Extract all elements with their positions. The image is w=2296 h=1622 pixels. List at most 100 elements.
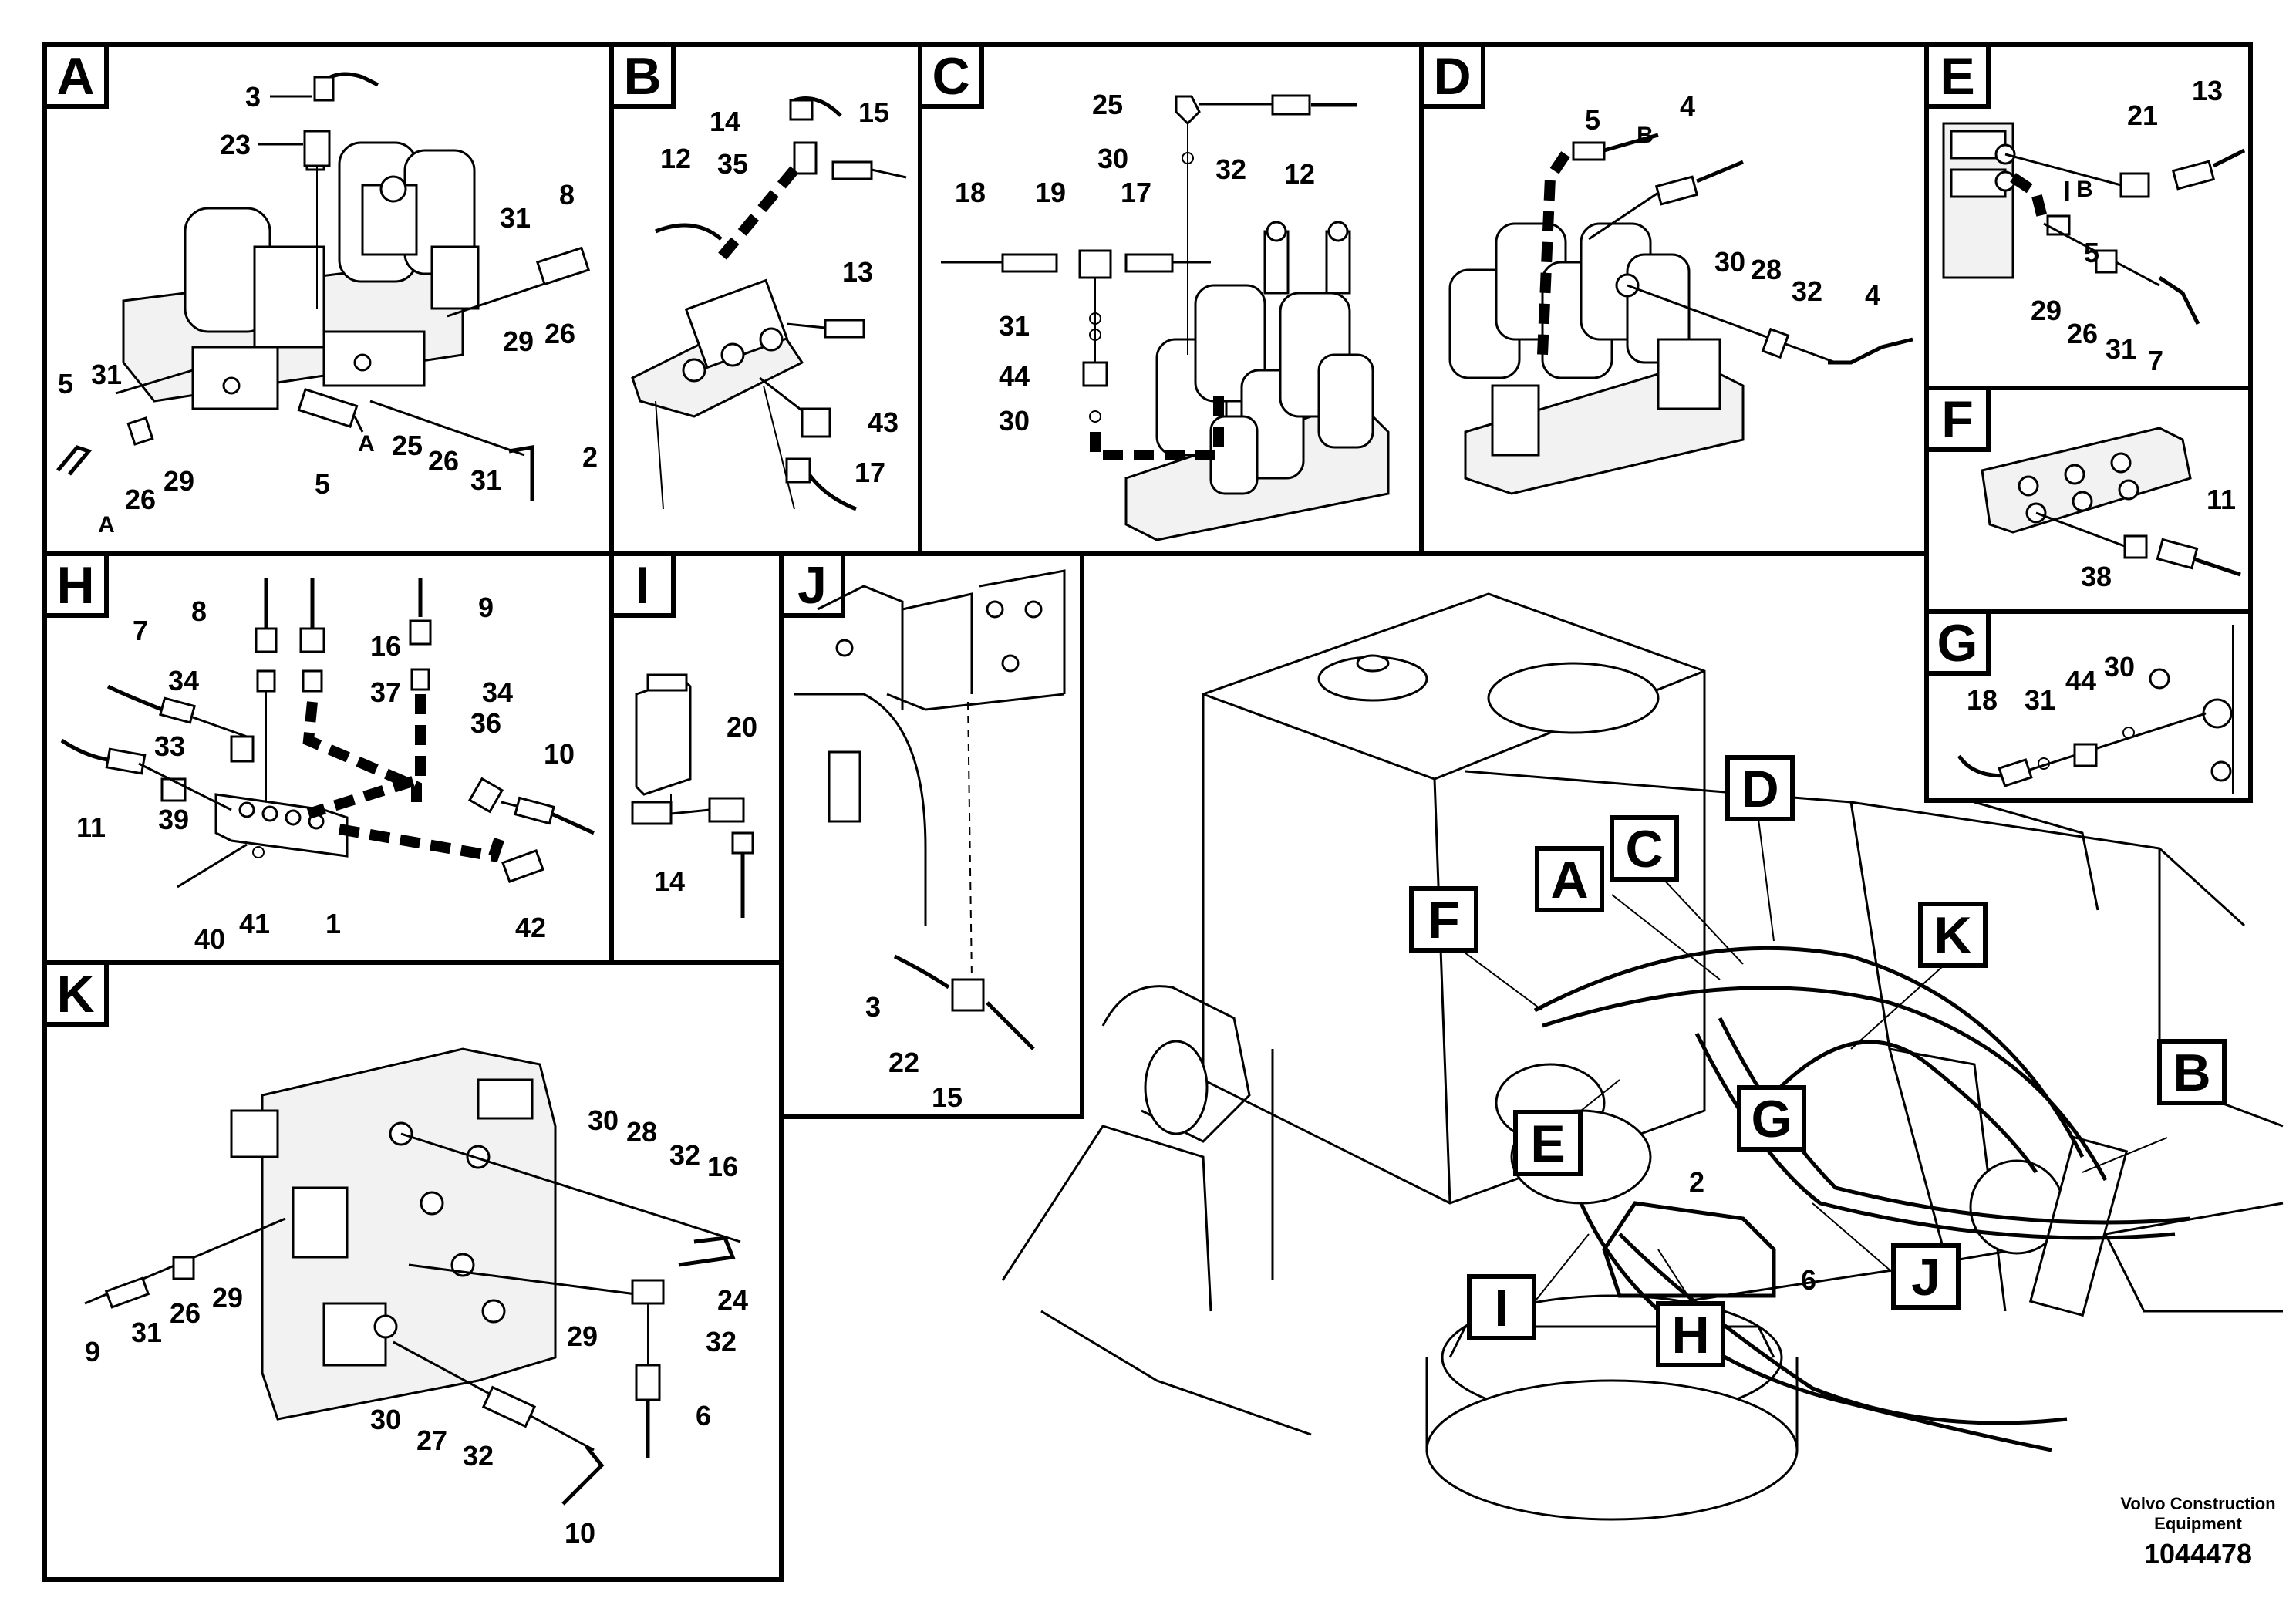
callout-number: 16 — [707, 1151, 738, 1182]
callout-number: 32 — [669, 1139, 700, 1171]
panel-k-callouts: 30 28 32 16 9 31 26 29 24 29 32 30 27 32… — [85, 1104, 748, 1549]
panel-f-callouts: 11 38 — [2081, 484, 2236, 592]
callout-number: 10 — [565, 1517, 595, 1549]
callout-number: 31 — [999, 310, 1030, 342]
panel-j-frame — [794, 569, 1066, 926]
callout-number: 31 — [2106, 333, 2136, 365]
overview-callout-letter: E — [1530, 1114, 1565, 1173]
panel-k-control-valve — [230, 1047, 557, 1421]
callout-number: 22 — [888, 1047, 919, 1078]
panel-j-callouts: 3 22 15 — [865, 991, 963, 1113]
callout-number: 32 — [1215, 153, 1246, 185]
callout-number: 39 — [158, 804, 189, 835]
callout-number: 44 — [999, 360, 1030, 392]
panel-h: H 8 9 — [42, 551, 614, 965]
callout-number: 29 — [503, 325, 534, 357]
panel-e-block — [1942, 122, 2016, 279]
overview-callout-letter: J — [1911, 1248, 1940, 1307]
panel-c: C 25 30 — [918, 42, 1424, 556]
callout-number: 6 — [696, 1400, 711, 1431]
callout-number: 26 — [125, 484, 156, 515]
callout-number: 30 — [1714, 246, 1745, 278]
panel-i: I 20 14 — [609, 551, 784, 965]
callout-number: 17 — [1121, 177, 1151, 208]
callout-number: 43 — [868, 406, 899, 438]
panel-c-valve-block — [1124, 221, 1390, 541]
panel-g-letter: G — [1937, 614, 1978, 673]
callout-number: 29 — [567, 1320, 598, 1352]
callout-number: 30 — [999, 405, 1030, 437]
overview: D A C F K B E G I H J 2 6 — [1001, 592, 2284, 1521]
callout-number: 26 — [428, 445, 459, 477]
callout-number: 32 — [706, 1326, 737, 1357]
callout-number: 13 — [842, 256, 873, 288]
panel-d: D 5 4 30 28 32 4 B — [1419, 42, 1929, 556]
callout-number: 3 — [245, 81, 261, 113]
callout-number: 17 — [855, 457, 885, 488]
callout-number: 30 — [2104, 651, 2135, 683]
callout-number: 26 — [170, 1297, 201, 1329]
callout-number: 7 — [2148, 345, 2163, 376]
panel-c-callouts: 25 30 32 12 18 19 17 31 44 30 — [955, 89, 1315, 437]
panel-a-valve-block — [122, 141, 480, 410]
panel-h-callouts: 8 9 7 16 34 37 34 36 10 33 11 39 40 41 1… — [76, 592, 575, 955]
callout-number: 25 — [392, 430, 423, 461]
footer: Volvo Construction Equipment 1044478 — [2120, 1494, 2275, 1570]
hose-end-marker: A — [358, 431, 375, 457]
panel-g-callouts: 18 31 44 30 — [1967, 651, 2135, 716]
callout-number: 25 — [1092, 89, 1123, 120]
hose-end-marker: B — [2076, 177, 2093, 202]
callout-number: 28 — [626, 1116, 657, 1148]
callout-number: 16 — [370, 630, 401, 662]
callout-number: 30 — [588, 1104, 619, 1136]
callout-number: 31 — [131, 1317, 162, 1348]
callout-number: 29 — [212, 1282, 243, 1313]
callout-number: 19 — [1035, 177, 1066, 208]
hose-end-marker: B — [1637, 123, 1654, 148]
callout-number: 15 — [932, 1081, 963, 1113]
callout-number: 31 — [470, 464, 501, 496]
panel-b-callouts: 14 15 35 12 13 43 17 — [660, 96, 899, 488]
callout-number: 12 — [1284, 158, 1315, 190]
callout-number: 9 — [85, 1336, 100, 1367]
panel-a-callouts: 3 23 31 8 5 31 26 29 26 29 5 25 26 31 2 … — [58, 81, 598, 538]
company-name-line2: Equipment — [2154, 1514, 2242, 1533]
panel-h-letter: H — [56, 556, 94, 615]
callout-number: 7 — [133, 615, 148, 646]
panel-c-letter: C — [932, 47, 969, 106]
callout-number: 12 — [660, 143, 691, 174]
callout-number: 26 — [2067, 318, 2098, 349]
overview-callout-letter: H — [1671, 1306, 1709, 1364]
panel-f: F 11 38 — [1924, 386, 2253, 614]
hose-end-marker: A — [98, 512, 115, 538]
callout-number: 34 — [168, 665, 199, 696]
callout-number: 13 — [2192, 75, 2223, 106]
callout-number: 30 — [370, 1404, 401, 1435]
company-name-line1: Volvo Construction — [2120, 1494, 2275, 1513]
overview-callouts: D A C F K B E G I H J 2 6 — [1409, 755, 2227, 1367]
panel-i-sensor — [635, 677, 692, 796]
callout-number: 2 — [1689, 1166, 1704, 1198]
panel-e-letter: E — [1940, 47, 1974, 106]
panel-i-callouts: 20 14 — [654, 711, 757, 897]
panel-d-callouts: 5 4 30 28 32 4 B — [1585, 90, 1880, 311]
panel-k-letter: K — [56, 965, 94, 1023]
panel-f-letter: F — [1941, 390, 1974, 449]
callout-number: 11 — [76, 811, 106, 843]
callout-number: 31 — [500, 202, 531, 234]
panel-d-valve-block — [1448, 222, 1745, 495]
overview-callout-letter: F — [1428, 891, 1460, 949]
callout-number: 8 — [559, 179, 575, 211]
callout-number: 10 — [544, 738, 575, 770]
callout-number: 33 — [154, 730, 185, 762]
callout-number: 38 — [2081, 561, 2112, 592]
callout-number: 1 — [325, 908, 341, 939]
panel-b-valve — [631, 278, 804, 510]
callout-number: 29 — [164, 465, 194, 497]
panel-j: J 3 22 15 — [779, 551, 1084, 1119]
overview-leaders — [1461, 818, 2168, 1312]
callout-number: 31 — [2025, 684, 2055, 716]
callout-number: 14 — [654, 865, 685, 897]
panel-e: E 13 21 5 29 26 31 7 B — [1924, 42, 2253, 390]
callout-number: 27 — [416, 1425, 447, 1456]
